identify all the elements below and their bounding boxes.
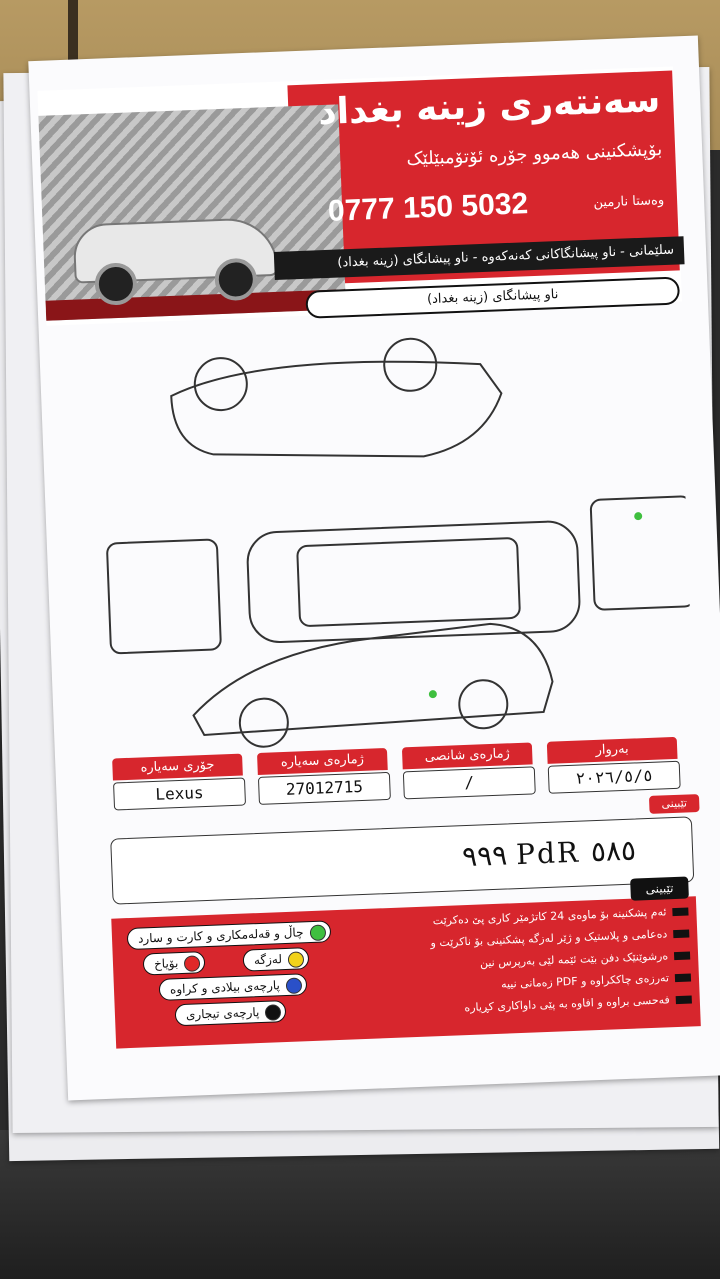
- master-name: وەستا نارمین: [593, 192, 665, 211]
- inspection-form: سەنتەری زینە بغداد بۆپشکنینی هەموو جۆرە …: [28, 35, 720, 1101]
- car-side-bottom-outline: [192, 622, 554, 737]
- legend-panel: تێبینی چاڵ و قەلەمکاری و کارت و سارد لەز…: [111, 876, 701, 1049]
- car-rear-outline: [589, 495, 696, 611]
- damage-marker: [634, 512, 643, 521]
- black-dot-icon: [265, 1004, 282, 1021]
- date-label: بەروار: [546, 736, 678, 764]
- plate-label: ژمارەی سەیارە: [257, 747, 388, 775]
- notes-field[interactable]: ٩٩٩ PdR ٥٨٥: [110, 816, 695, 905]
- rule-line: دەعامی و پلاستیک و ژێر لەزگە پشکنینی بۆ …: [399, 927, 689, 951]
- yellow-dot-icon: [287, 951, 305, 968]
- plate-field[interactable]: 27012715: [257, 771, 391, 805]
- chassis-label: ژمارەی شانصی: [401, 742, 533, 770]
- chassis-field[interactable]: /: [402, 766, 536, 800]
- legend-item-scratch: لەزگە: [242, 947, 310, 972]
- rule-line: فەحسی براوە و افاوە بە پێی داواکاری کڕیا…: [402, 992, 692, 1016]
- address-pill: ناو پیشانگای (زینە بغداد): [305, 276, 681, 319]
- rule-line: تەرزەی چاککراوە و PDF زەمانی نییە: [401, 970, 691, 994]
- car-damage-diagram: [59, 316, 696, 759]
- blue-dot-icon: [285, 977, 303, 995]
- car-front-outline: [106, 538, 222, 655]
- wheel-icon: [383, 337, 438, 392]
- damage-marker: [428, 690, 437, 699]
- car-outline-diagram: [106, 337, 696, 748]
- date-field[interactable]: ٢٠٢٦/٥/٥: [547, 760, 681, 794]
- legend-item-commercial-part: پارچەی تیجاری: [174, 1000, 287, 1027]
- car-side-top-outline: [170, 360, 503, 458]
- rule-line: ئەم پشکنینە بۆ ماوەی 24 کاتژمێر کاری پێ …: [398, 905, 688, 929]
- red-dot-icon: [184, 955, 201, 972]
- notes-label: تێبینی: [648, 794, 700, 814]
- car-type-label: جۆری سەیارە: [112, 753, 243, 781]
- legend-item-dent: چاڵ و قەلەمکاری و کارت و سارد: [126, 920, 331, 951]
- car-photo: [38, 104, 347, 321]
- car-type-field[interactable]: Lexus: [113, 777, 247, 811]
- wheel-icon: [193, 357, 248, 412]
- legend-tag: تێبینی: [630, 876, 689, 901]
- wheel-icon: [238, 697, 289, 748]
- car-roof-outline: [246, 520, 581, 644]
- notes-value: ٩٩٩ PdR ٥٨٥: [461, 833, 637, 874]
- rule-line: ەرشوێنێک دفن بێت ئێمە لێی بەرپرس نین: [400, 949, 690, 973]
- car-roof-panel: [296, 537, 521, 627]
- green-dot-icon: [309, 924, 326, 942]
- form-header: سەنتەری زینە بغداد بۆپشکنینی هەموو جۆرە …: [37, 66, 685, 326]
- wheel-icon: [458, 679, 509, 730]
- legend-item-paint: بۆیاخ: [142, 951, 206, 976]
- legend-item-original-part: پارچەی بیلادی و کراوە: [158, 973, 308, 1001]
